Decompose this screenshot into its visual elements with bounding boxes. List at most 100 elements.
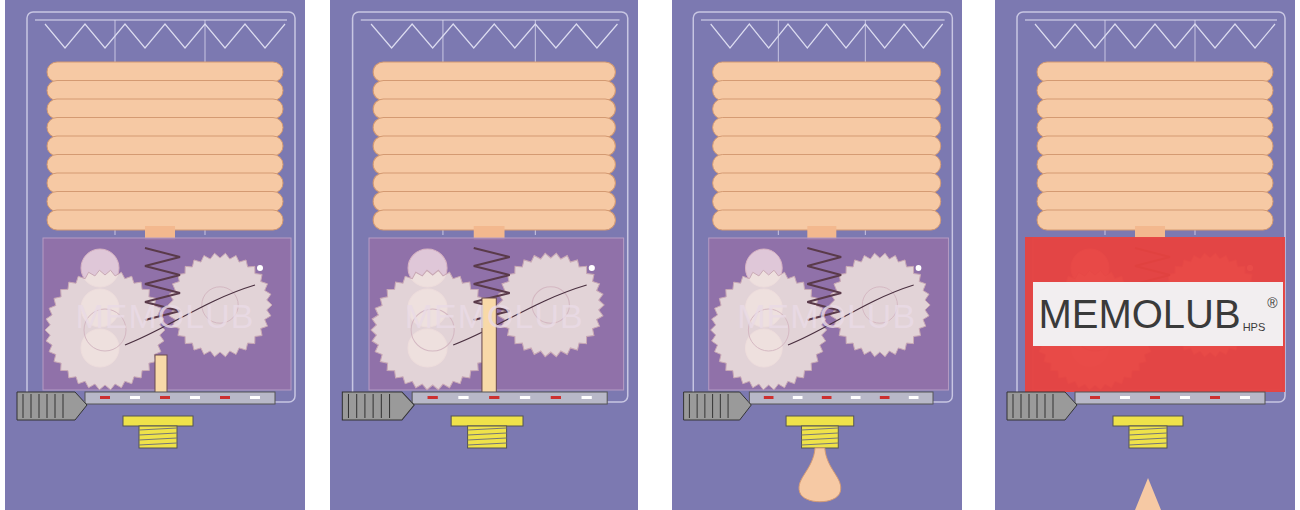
seal-mark [1240, 396, 1250, 399]
panel-ground [995, 0, 1295, 510]
brand-group: MEMOLUBHPS® [1038, 292, 1277, 337]
thread-line [1129, 428, 1167, 430]
bellows-fold [713, 118, 941, 138]
seal-mark [851, 396, 861, 399]
spring-plate [701, 20, 945, 21]
key-rib [1013, 394, 1014, 418]
bellows-fold [47, 81, 283, 101]
seal-mark [880, 396, 890, 399]
bellows-fold [373, 62, 615, 82]
bellows-fold [1037, 155, 1273, 175]
panel-ground [330, 0, 638, 510]
housing-outline [353, 12, 628, 402]
piston [155, 355, 167, 395]
panel-ground [672, 0, 962, 510]
nozzle-flange [1113, 416, 1183, 426]
led-dot [257, 265, 263, 271]
key-rib [689, 394, 690, 418]
seal-mark [1180, 396, 1190, 399]
key-rib [389, 394, 390, 418]
seal-mark [250, 396, 260, 399]
seal-mark [190, 396, 200, 399]
bellows-fold [47, 173, 283, 193]
thread-line [1129, 443, 1167, 445]
nozzle-thread [468, 426, 507, 448]
thread-line [1129, 438, 1167, 440]
thread-line [802, 443, 839, 445]
bellows-fold [1037, 99, 1273, 119]
bellows-fold [1037, 173, 1273, 193]
seal-mark [551, 396, 561, 399]
thread-line [139, 438, 177, 440]
bellows-fold [47, 62, 283, 82]
bellows-fold [713, 192, 941, 212]
activation-key [342, 392, 414, 420]
nozzle-flange [451, 416, 523, 426]
key-rib [63, 394, 64, 418]
key-rib [23, 394, 24, 418]
spring-plate [35, 20, 287, 21]
watermark-text: MEMOLUB [45, 297, 285, 336]
lubricant-flow [1135, 478, 1161, 510]
thread-line [468, 438, 507, 440]
housing-outline [1017, 12, 1285, 402]
key-rib [1021, 394, 1022, 418]
lubricator-panel [672, 0, 962, 510]
bellows-fold [373, 136, 615, 156]
registered-mark: ® [1267, 295, 1277, 337]
lubricant-drop [799, 448, 841, 502]
nozzle-flange [123, 416, 193, 426]
bellows-fold [47, 118, 283, 138]
red-label [1025, 237, 1285, 392]
thread-line [139, 443, 177, 445]
bellows-fold [373, 192, 615, 212]
bellows-fold [47, 155, 283, 175]
seal-mark [160, 396, 170, 399]
bellows-fold [373, 118, 615, 138]
bellows-fold [713, 62, 941, 82]
top-spring [45, 24, 285, 48]
key-rib [373, 394, 374, 418]
key-rib [1029, 394, 1030, 418]
thread-line [802, 438, 839, 440]
top-spring [371, 24, 617, 48]
bellows-fold [1037, 62, 1273, 82]
lubricator-panel [995, 0, 1295, 510]
seal-mark [1120, 396, 1130, 399]
key-rib [364, 394, 365, 418]
nozzle-thread [139, 426, 177, 448]
key-rib [720, 394, 721, 418]
housing-outline [693, 12, 952, 402]
base-plate [1075, 392, 1265, 404]
seal-mark [909, 396, 919, 399]
activation-key [17, 392, 87, 420]
key-rib [381, 394, 382, 418]
seal-mark [220, 396, 230, 399]
key-rib [1053, 394, 1054, 418]
key-rib [55, 394, 56, 418]
key-rib [348, 394, 349, 418]
watermark-text: MEMOLUB [711, 297, 943, 336]
led-dot [916, 265, 922, 271]
nozzle-thread [802, 426, 839, 448]
seal-mark [458, 396, 468, 399]
bellows-fold [373, 99, 615, 119]
seal-mark [1150, 396, 1160, 399]
watermark-text: MEMOLUB [371, 297, 617, 336]
key-rib [47, 394, 48, 418]
thread-line [139, 428, 177, 430]
housing-outline [27, 12, 295, 402]
seal-mark [489, 396, 499, 399]
bellows-fold [373, 81, 615, 101]
bellows-fold [1037, 81, 1273, 101]
bellows-fold [713, 99, 941, 119]
key-rib [712, 394, 713, 418]
model-code: HPS [1243, 321, 1266, 337]
nozzle-thread [1129, 426, 1167, 448]
seal-mark [793, 396, 803, 399]
key-rib [728, 394, 729, 418]
bellows-fold [1037, 118, 1273, 138]
thread-line [802, 433, 839, 435]
bellows-fold [713, 173, 941, 193]
